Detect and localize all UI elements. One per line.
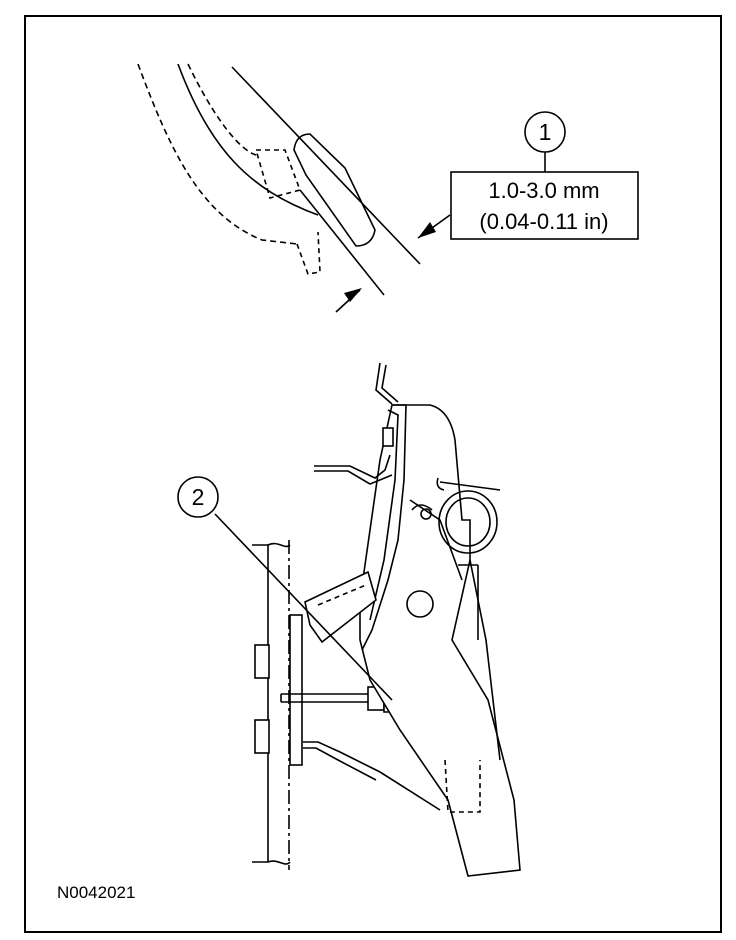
phantom-bracket-lower xyxy=(296,231,321,275)
switch-bracket xyxy=(361,404,407,651)
clearance-spec-metric: 1.0-3.0 mm xyxy=(488,178,599,203)
return-spring-inner xyxy=(445,497,491,547)
return-spring-outer xyxy=(438,490,498,554)
figure-frame xyxy=(24,15,722,933)
lower-cable xyxy=(303,741,441,811)
lower-cable-2 xyxy=(303,747,377,781)
switch-bracket-inner xyxy=(369,409,399,621)
callout-1-number: 1 xyxy=(539,119,552,145)
switch-pad xyxy=(293,133,376,247)
wiring-harness-upper-2 xyxy=(381,364,399,403)
dash-panel-bottom xyxy=(267,860,291,865)
wiring-harness-upper xyxy=(375,362,393,405)
figure-id: N0042021 xyxy=(57,883,135,902)
detail-switch-clearance xyxy=(137,63,546,313)
bracket-curve-inner xyxy=(177,63,319,216)
clearance-spec-box xyxy=(450,171,639,240)
stud-lower xyxy=(254,719,270,754)
arrowhead-lower xyxy=(344,288,362,302)
phantom-outline-outer xyxy=(137,63,298,245)
phantom-outline-inner xyxy=(187,63,257,156)
dash-panel-top xyxy=(267,542,291,548)
dash-panel-left xyxy=(252,544,269,863)
pivot-slot xyxy=(411,504,433,511)
wiring-connector-2 xyxy=(314,470,393,485)
callout-2-leader xyxy=(214,513,393,701)
wiring-connector xyxy=(314,454,391,479)
pedal-arm-hidden xyxy=(444,759,481,813)
detail-pushrod-assembly xyxy=(214,362,521,877)
arrowhead-upper xyxy=(418,222,436,238)
callout-2-circle xyxy=(177,476,219,518)
clearance-spec-imperial: (0.04-0.11 in) xyxy=(479,209,608,234)
pivot-small xyxy=(420,508,432,520)
return-spring-tail xyxy=(439,481,501,491)
pedal-arm-right-edge xyxy=(469,559,501,761)
mounting-plate xyxy=(289,614,303,766)
stud-upper xyxy=(254,644,270,679)
pivot-bracket xyxy=(409,499,463,581)
callout-2-number: 2 xyxy=(192,484,205,510)
return-spring-hook xyxy=(436,477,445,491)
pedal-arm-edge xyxy=(231,66,421,265)
pedal-arm-edge-2 xyxy=(299,189,385,296)
callout-1-circle xyxy=(524,111,566,153)
switch-clip xyxy=(382,427,394,447)
pivot-boss xyxy=(406,590,434,618)
phantom-plunger xyxy=(254,149,302,199)
pedal-arm xyxy=(359,404,521,877)
stoplamp-switch xyxy=(304,570,377,644)
